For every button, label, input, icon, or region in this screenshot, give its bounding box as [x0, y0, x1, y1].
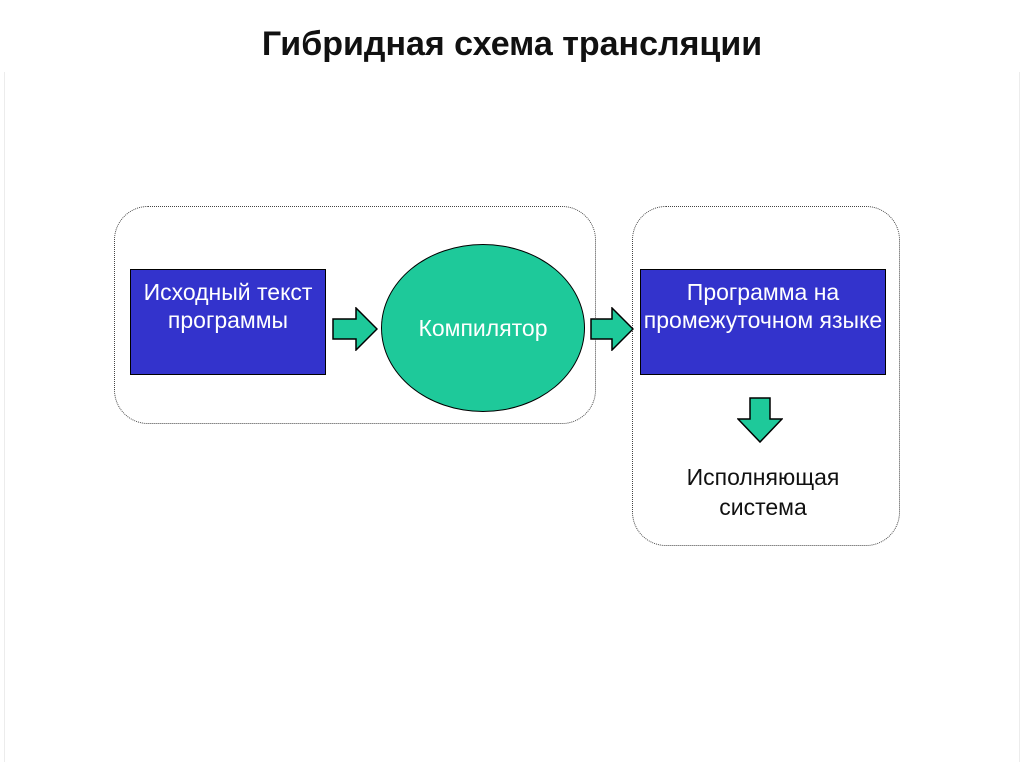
- intermediate-program-box: Программа на промежуточном языке: [640, 269, 886, 375]
- interpretation-stage-frame: [632, 206, 900, 546]
- arrow-intermediate-to-execution: [737, 397, 783, 443]
- compiler-label: Компилятор: [418, 314, 548, 341]
- slide-title: Гибридная схема трансляции: [261, 25, 763, 63]
- slide-edge-right: [1019, 72, 1020, 762]
- compiler-node: Компилятор: [381, 244, 585, 412]
- slide-edge-left: [4, 72, 5, 762]
- intermediate-program-label: Программа на промежуточном языке: [643, 279, 883, 333]
- arrow-compiler-to-intermediate: [590, 307, 634, 351]
- source-code-label: Исходный текст программы: [143, 279, 313, 333]
- source-code-box: Исходный текст программы: [130, 269, 326, 375]
- execution-system-label: Исполняющая система: [686, 464, 840, 520]
- arrow-source-to-compiler: [332, 307, 378, 351]
